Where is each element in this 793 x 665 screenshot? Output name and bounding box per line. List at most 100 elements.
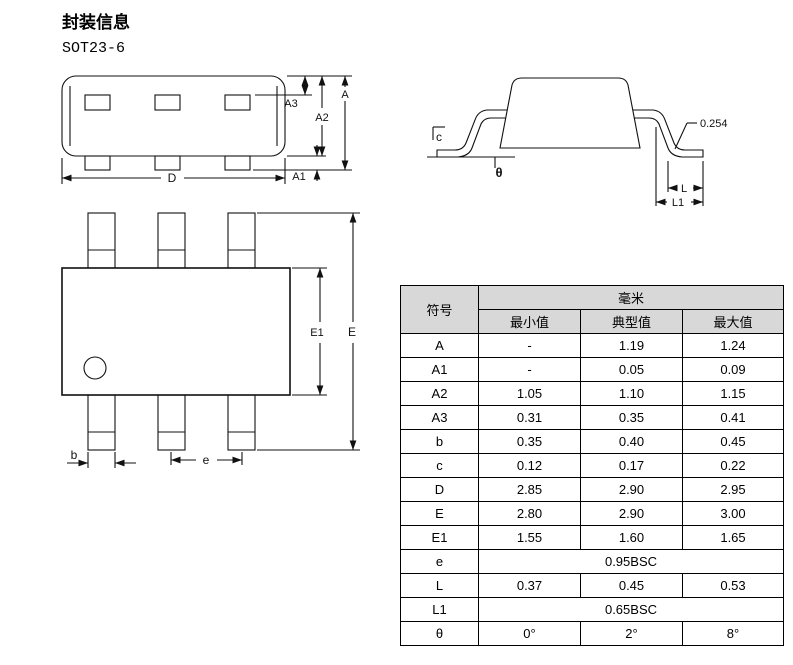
min-cell: 0.12	[478, 453, 581, 478]
lead-foot	[154, 155, 181, 171]
min-cell: 0.35	[478, 429, 581, 454]
pin-bottom	[87, 394, 116, 451]
dim-label-A1: A1	[292, 171, 305, 183]
symbol-cell: b	[400, 429, 479, 454]
min-cell: 0.31	[478, 405, 581, 430]
max-cell: 8°	[682, 621, 784, 646]
pin-top	[157, 212, 186, 269]
typ-cell: 1.19	[580, 333, 683, 358]
package-body-section	[499, 77, 641, 149]
pin1-marker	[83, 356, 107, 380]
symbol-cell: L1	[400, 597, 479, 622]
dim-label-A2: A2	[315, 112, 328, 124]
symbol-cell: E1	[400, 525, 479, 550]
pin-bottom	[227, 394, 256, 451]
package-body-side	[61, 75, 286, 157]
lead-shoulder	[224, 94, 251, 111]
dim-label-b: b	[71, 448, 78, 462]
min-cell: 1.55	[478, 525, 581, 550]
dim-label-A: A	[341, 89, 349, 101]
typ-cell: 2°	[580, 621, 683, 646]
min-cell: -	[478, 357, 581, 382]
symbol-cell: A2	[400, 381, 479, 406]
symbol-cell: A	[400, 333, 479, 358]
pin-bottom	[157, 394, 186, 451]
symbol-cell: D	[400, 477, 479, 502]
typ-cell: 1.10	[580, 381, 683, 406]
min-header: 最小值	[478, 309, 581, 334]
dim-label-e: e	[203, 453, 210, 467]
section-view-drawing: c θ 0.254 L L1	[427, 77, 728, 209]
max-header: 最大值	[682, 309, 784, 334]
pin-top	[87, 212, 116, 269]
dim-label-L: L	[681, 183, 687, 195]
symbol-header: 符号	[400, 285, 479, 334]
package-name: SOT23-6	[62, 40, 126, 57]
value-cell-span: 0.95BSC	[478, 549, 784, 574]
typ-cell: 0.17	[580, 453, 683, 478]
symbol-cell: A1	[400, 357, 479, 382]
dim-label-D: D	[168, 171, 177, 185]
package-body-top	[61, 267, 291, 396]
min-cell: 2.80	[478, 501, 581, 526]
side-view-drawing: D A3 A2 A A1	[61, 75, 352, 185]
dim-label-c: c	[436, 130, 442, 144]
typ-cell: 2.90	[580, 501, 683, 526]
dim-label-E: E	[348, 325, 356, 339]
gullwing-lead-left	[436, 109, 511, 158]
lead-shoulder	[84, 94, 111, 111]
symbol-cell: θ	[400, 621, 479, 646]
min-cell: 1.05	[478, 381, 581, 406]
symbol-cell: A3	[400, 405, 479, 430]
pin-top	[227, 212, 256, 269]
typ-cell: 0.45	[580, 573, 683, 598]
max-cell: 0.45	[682, 429, 784, 454]
typ-cell: 2.90	[580, 477, 683, 502]
gullwing-lead-right	[629, 109, 704, 158]
dim-label-L1: L1	[672, 197, 684, 209]
typ-cell: 0.40	[580, 429, 683, 454]
value-cell-span: 0.65BSC	[478, 597, 784, 622]
min-cell: 0.37	[478, 573, 581, 598]
typ-header: 典型值	[580, 309, 683, 334]
symbol-cell: e	[400, 549, 479, 574]
max-cell: 3.00	[682, 501, 784, 526]
dim-label-theta: θ	[495, 165, 502, 180]
page-title: 封装信息	[62, 13, 130, 32]
max-cell: 0.09	[682, 357, 784, 382]
min-cell: 2.85	[478, 477, 581, 502]
top-view-drawing: E1 E b e	[61, 212, 360, 468]
max-cell: 1.65	[682, 525, 784, 550]
dim-label-A3: A3	[284, 98, 297, 110]
max-cell: 0.41	[682, 405, 784, 430]
max-cell: 1.24	[682, 333, 784, 358]
max-cell: 0.22	[682, 453, 784, 478]
lead-shoulder	[154, 94, 181, 111]
symbol-cell: L	[400, 573, 479, 598]
max-cell: 1.15	[682, 381, 784, 406]
lead-foot	[84, 155, 111, 171]
dim-label-E1: E1	[310, 327, 323, 339]
typ-cell: 1.60	[580, 525, 683, 550]
symbol-cell: c	[400, 453, 479, 478]
unit-header: 毫米	[478, 285, 784, 310]
max-cell: 0.53	[682, 573, 784, 598]
dim-label-coating: 0.254	[700, 118, 728, 130]
max-cell: 2.95	[682, 477, 784, 502]
lead-foot	[224, 155, 251, 171]
symbol-cell: E	[400, 501, 479, 526]
min-cell: -	[478, 333, 581, 358]
